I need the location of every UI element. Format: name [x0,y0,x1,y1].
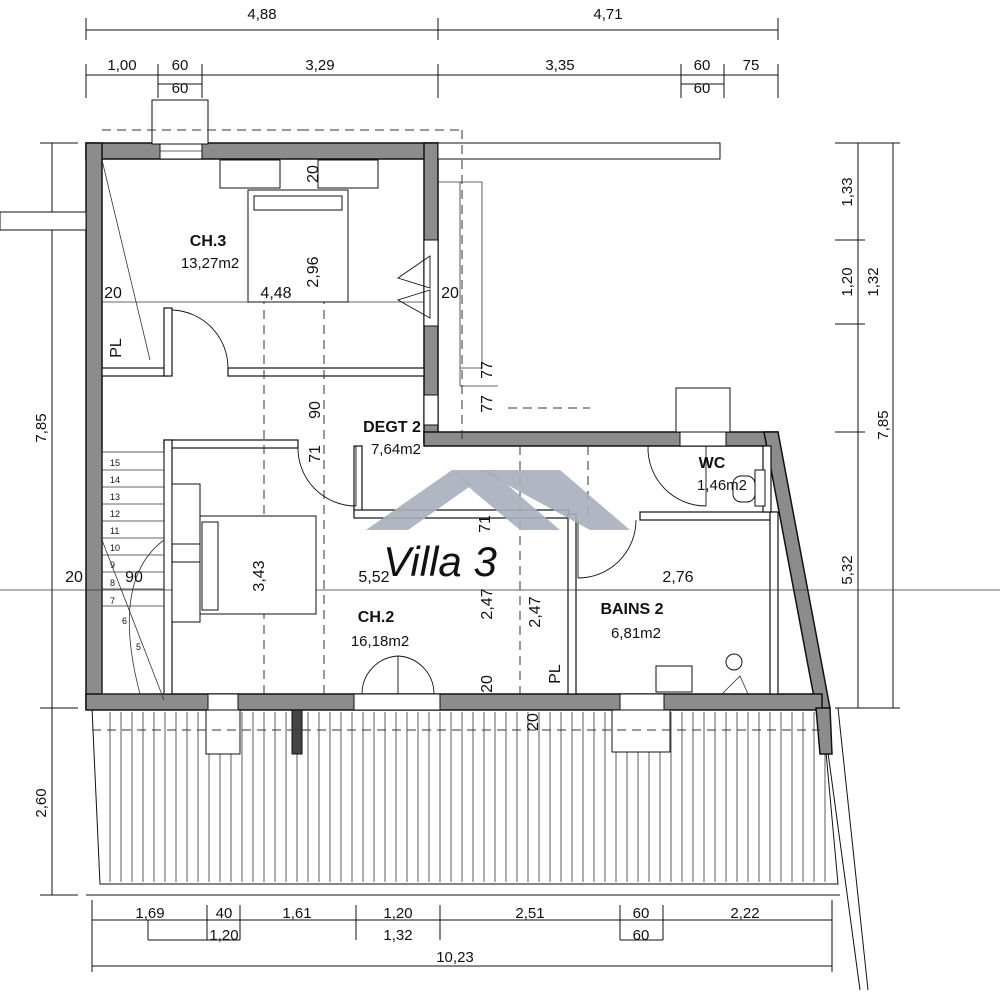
stair-step: 11 [110,526,119,536]
mark-247-a: 2,47 [479,588,496,619]
dim-bottom-detail-5: 2,51 [515,905,544,922]
dim-top-overall-2: 4,71 [593,6,622,23]
dim-left-2: 2,60 [33,788,50,817]
logo-watermark [366,470,630,530]
dim-top-detail-4: 3,35 [545,57,574,74]
room-ch2-name: CH.2 [358,609,395,626]
mark-71-b: 71 [477,515,494,533]
right-dimension-lines: 1,33 1,20 1,32 7,85 5,32 [835,142,900,709]
dim-top-sub-1: 60 [172,80,189,97]
mark-90-b: 90 [125,569,143,586]
dashed-lines [0,129,1000,731]
stair-step: 15 [110,458,120,468]
dim-bottom-detail-6: 60 [633,905,650,922]
top-dimension-lines: 4,88 4,71 1,00 60 3,29 3,35 60 75 60 60 [85,6,779,98]
mark-20-c: 20 [65,569,83,586]
staircase [101,159,165,701]
dim-right-2: 1,20 [839,267,856,296]
sanitary [655,469,766,695]
interior-marks: 4,48 2,96 20 20 PL 90 77 77 71 20 90 3,4… [65,165,694,731]
dim-top-detail-5: 60 [694,57,711,74]
dim-top-detail-2: 60 [172,57,189,74]
dim-bottom-sub-2: 1,32 [383,927,412,944]
mark-90-a: 90 [307,401,324,419]
beds [171,159,379,623]
stair-step: 10 [110,543,120,553]
stair-step: 8 [110,578,115,588]
mark-pl-a: PL [108,338,125,358]
dim-right-3: 1,32 [865,267,882,296]
dim-top-sub-2: 60 [694,80,711,97]
stair-step: 6 [122,616,127,626]
dim-bottom-detail-4: 1,20 [383,905,412,922]
mark-343: 3,43 [251,560,268,591]
stair-step: 5 [136,642,141,652]
mark-296: 2,96 [305,256,322,287]
dim-bottom-detail-2: 40 [216,905,233,922]
mark-247-b: 2,47 [527,596,544,627]
dim-bottom-sub-1: 1,20 [209,927,238,944]
mark-20-e: 20 [525,713,542,731]
mark-71-a: 71 [307,445,324,463]
dim-right-4: 7,85 [875,410,892,439]
dim-left-1: 7,85 [33,413,50,442]
room-ch3-area: 13,27m2 [181,255,239,272]
doors [171,255,707,695]
room-bains2-name: BAINS 2 [600,601,663,618]
dim-top-overall-1: 4,88 [247,6,276,23]
mark-448: 4,48 [260,285,291,302]
stair-numbers: 15 14 13 12 11 10 9 8 7 6 5 [110,458,141,652]
stair-step: 9 [110,560,115,570]
mark-77-b: 77 [479,395,496,413]
mark-pl-b: PL [547,664,564,684]
dim-right-1: 1,33 [839,177,856,206]
room-ch3-name: CH.3 [190,233,227,250]
dim-bottom-sub-3: 60 [633,927,650,944]
mark-552: 5,52 [358,569,389,586]
mark-20-d: 20 [479,675,496,693]
room-wc-area: 1,46m2 [697,477,747,494]
left-dimension-lines: 7,85 2,60 [33,142,78,896]
plan-title: Villa 3 [383,538,497,585]
interior-walls [101,307,779,695]
mark-20-b: 20 [441,285,459,302]
stair-step: 14 [110,475,120,485]
stair-step: 13 [110,492,120,502]
dim-bottom-detail-1: 1,69 [135,905,164,922]
room-bains2-area: 6,81m2 [611,625,661,642]
room-degt2-name: DEGT 2 [363,419,421,436]
mark-276: 2,76 [662,569,693,586]
mark-20-a: 20 [104,285,122,302]
mark-77-a: 77 [479,361,496,379]
dim-top-detail-1: 1,00 [107,57,136,74]
stair-step: 12 [110,509,120,519]
dim-bottom-detail-7: 2,22 [730,905,759,922]
dim-right-5: 5,32 [839,555,856,584]
dim-top-detail-3: 3,29 [305,57,334,74]
dim-bottom-detail-3: 1,61 [282,905,311,922]
room-wc-name: WC [699,455,726,472]
terrace-hatch [86,707,869,991]
bottom-dimension-lines: 1,69 40 1,61 1,20 2,51 60 2,22 1,20 1,32… [91,900,833,972]
stair-step: 7 [110,596,115,606]
dim-bottom-overall: 10,23 [436,949,474,966]
mark-20-f: 20 [305,165,322,183]
dim-top-detail-6: 75 [743,57,760,74]
room-degt2-area: 7,64m2 [371,441,421,458]
windows [0,99,731,755]
room-ch2-area: 16,18m2 [351,633,409,650]
